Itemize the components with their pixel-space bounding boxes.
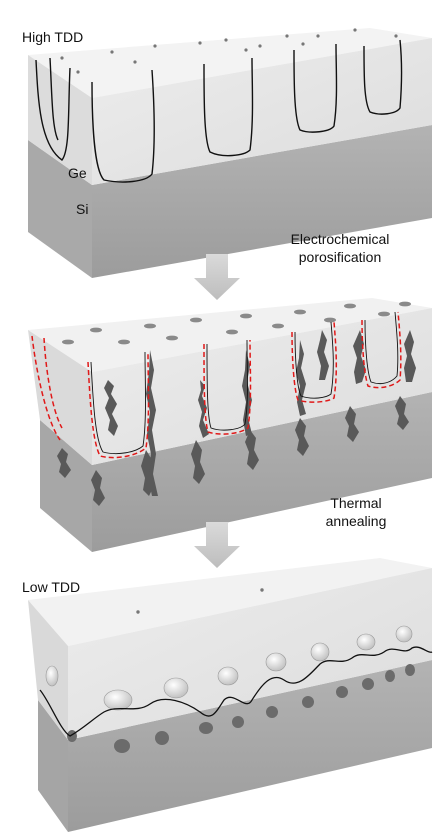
si-side-face	[92, 125, 432, 278]
label-ge: Ge	[68, 165, 87, 181]
si-voids	[67, 664, 415, 753]
process-arrow-2	[194, 522, 240, 568]
si-side-face	[68, 660, 432, 832]
block-high-tdd	[28, 28, 432, 278]
label-si: Si	[76, 201, 89, 217]
si-side-face	[92, 392, 432, 552]
label-step2-line1: Thermal	[330, 495, 382, 511]
surface-pores	[62, 301, 411, 345]
si-front-face	[38, 700, 68, 832]
ge-side-face	[92, 308, 432, 465]
porous-dislocation-lines	[31, 311, 402, 459]
si-front-face	[40, 420, 92, 552]
surface-pits	[60, 28, 398, 74]
ge-top-face	[28, 298, 432, 372]
ge-top-face	[28, 558, 432, 646]
label-step1: Electrochemical porosification	[286, 230, 394, 266]
process-arrow-1	[194, 254, 240, 300]
block-porous	[28, 298, 432, 552]
surface-pits	[136, 588, 264, 614]
label-step1-line1: Electrochemical	[290, 231, 390, 247]
threading-dislocations	[35, 39, 403, 183]
label-high-tdd: High TDD	[22, 29, 84, 45]
ge-side-face	[68, 568, 432, 740]
ge-front-face	[28, 330, 92, 465]
si-front-face	[28, 140, 92, 278]
ge-top-face	[28, 28, 432, 98]
dislocation-lines	[90, 311, 399, 455]
annealed-voids	[45, 625, 413, 711]
ge-side-face	[92, 38, 432, 185]
label-low-tdd: Low TDD	[22, 579, 81, 595]
label-step2: Thermal annealing	[316, 494, 396, 530]
label-step2-line2: annealing	[325, 513, 387, 529]
dislocation-line	[39, 646, 433, 737]
label-step1-line2: porosification	[298, 249, 382, 265]
ge-front-face	[28, 55, 92, 185]
block-low-tdd	[28, 558, 433, 832]
